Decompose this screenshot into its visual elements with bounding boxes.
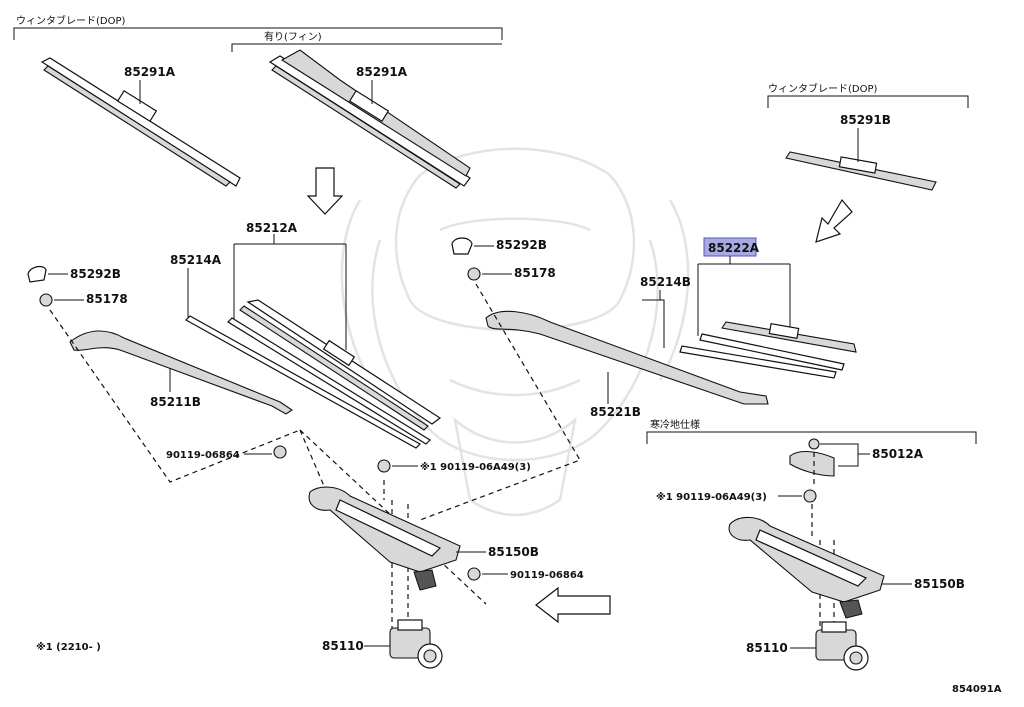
label-85178-left: 85178 [86,292,128,306]
bolt-90119-06864-b [467,567,481,581]
wiper-blade-85212A [239,299,442,431]
bracket-cold-spec: 寒冷地仕様 [646,418,977,444]
bracket-label-with-fin: 有り(フィン) [264,30,322,43]
heater-85012A [789,450,835,477]
leader-85222A [697,256,791,336]
label-90119-06A49-right: ※1 90119-06A49(3) [656,491,767,503]
label-85292B-mid: 85292B [496,238,547,252]
wiper-blade-85291A-left [40,57,241,187]
bolt-90119-06A49-left [377,459,391,473]
nut-85012A-top [808,438,820,450]
label-85222A[interactable]: 85222A [708,241,760,255]
wiper-arm-85211B [69,330,293,415]
wiper-linkage-85150B-right [728,516,885,619]
cap-85292B-left [27,265,47,283]
label-85150B-left: 85150B [488,545,539,559]
wiper-linkage-85150B-left [308,486,461,591]
label-90119-06864-b: 90119-06864 [510,570,584,581]
arrow-down-left-icon [815,198,853,243]
label-85291A-left: 85291A [124,65,176,79]
blade-rubber-85214A [185,315,431,449]
arrow-down-icon [306,167,344,215]
wiper-motor-85110-right [815,621,869,671]
bracket-rear-blade-dop: ウィンタブレード(DOP) [767,82,969,108]
cap-85292B-mid [451,237,473,255]
label-90119-06A49-left: ※1 90119-06A49(3) [420,461,531,473]
arrow-left-icon [535,586,611,624]
label-85214A: 85214A [170,253,222,267]
nut-85178-left [39,293,53,307]
watermark-logo [340,147,690,517]
label-85292B-left: 85292B [70,267,121,281]
bracket-label-front-blade-dop: ウィンタブレード(DOP) [16,14,126,27]
label-85291A-fin: 85291A [356,65,408,79]
blade-rubber-85214B [679,333,845,379]
leader-85214B [642,290,665,348]
label-85012A: 85012A [872,447,924,461]
label-90119-06864-a: 90119-06864 [166,450,240,461]
bracket-front-blade-dop: ウィンタブレード(DOP) [13,14,503,40]
wiper-motor-85110-left [389,619,443,669]
label-85291B: 85291B [840,113,891,127]
bracket-label-rear-blade-dop: ウィンタブレード(DOP) [768,82,878,95]
label-85150B-right: 85150B [914,577,965,591]
footnote: ※1 (2210- ) [36,641,101,653]
wiper-arm-85221B [485,310,769,405]
leader-85212A [233,234,347,350]
wiper-blade-85222A [721,321,857,353]
bracket-label-cold-spec: 寒冷地仕様 [650,418,700,431]
label-85110-left: 85110 [322,639,364,653]
diagram-id: 854091A [952,684,1002,695]
wiper-blade-85291A-fin [268,49,471,189]
label-85214B: 85214B [640,275,691,289]
label-85212A: 85212A [246,221,298,235]
nut-85178-mid [467,267,481,281]
bolt-90119-06A49-right [803,489,817,503]
bolt-90119-06864-a [273,445,287,459]
bracket-with-fin: 有り(フィン) [231,30,502,52]
label-85221B: 85221B [590,405,641,419]
label-85211B: 85211B [150,395,201,409]
guide-dash-left [49,283,581,605]
label-85178-mid: 85178 [514,266,556,280]
label-85110-right: 85110 [746,641,788,655]
wiper-blade-85291B [785,128,937,191]
leader-85012A [820,443,870,467]
